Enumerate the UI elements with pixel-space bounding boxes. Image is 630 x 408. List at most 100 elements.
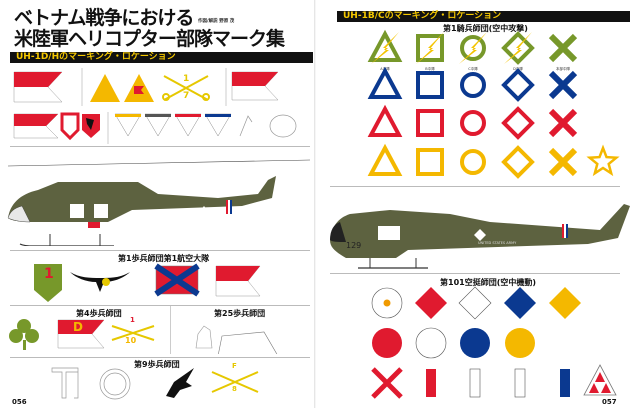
- diamond-mark: [501, 145, 535, 179]
- circle-mark: [460, 149, 486, 175]
- cross-mark: [548, 147, 578, 177]
- lightning-bolt-icon: [504, 32, 532, 64]
- bear-outline: [195, 325, 213, 349]
- outline-bar: [469, 368, 481, 398]
- divider-vertical: [170, 306, 171, 354]
- 9th-infantry-markings: [51, 367, 259, 400]
- triangle-mark: [367, 104, 403, 137]
- red-cross-mark: [371, 367, 403, 399]
- eagle-emblem: [166, 368, 194, 398]
- sabre-number-top: 1: [183, 74, 190, 84]
- filled-diamond: [415, 287, 447, 319]
- triangle-mark: [367, 29, 403, 62]
- heading-25th-infantry: 第25歩兵師団: [214, 309, 266, 318]
- shamrock: [9, 319, 39, 350]
- cross-mark: [548, 33, 578, 63]
- guidon-flag-2: [231, 71, 279, 101]
- triangle-mark: [367, 143, 403, 176]
- sabre-4id-top: 1: [130, 316, 135, 324]
- sabre-4id-bottom: 10: [125, 336, 137, 345]
- heli-text: UNITED STATES ARMY: [478, 241, 517, 245]
- crossed-sabres-f-8: [211, 371, 259, 393]
- guidon-flag-1: [13, 71, 63, 103]
- filled-bar: [426, 369, 436, 397]
- diamond-mark: [501, 31, 535, 65]
- page-number-left: 056: [12, 398, 27, 406]
- outline-bar: [514, 368, 526, 398]
- circle-mark: [460, 35, 486, 61]
- red-triangle: [589, 383, 599, 393]
- filled-circle: [372, 328, 402, 358]
- square-mark: [416, 148, 444, 176]
- sabre-number-bottom: 7: [183, 91, 190, 101]
- heading-1st-cavalry: 第1騎兵師団(空中攻撃): [443, 24, 528, 33]
- pennants: [114, 113, 232, 137]
- yellow-triangle-flag: [124, 74, 154, 102]
- divider: [10, 250, 310, 251]
- square-mark: [416, 71, 444, 99]
- sabre-9id-top: F: [232, 362, 237, 370]
- black-horse-shield: [82, 114, 100, 138]
- 1st-infantry-markings: [34, 263, 261, 302]
- crossed-sabres-1-7: [162, 75, 210, 101]
- lightning-bolt-icon: [416, 32, 444, 64]
- longhorn-emblem: [70, 272, 130, 292]
- unit-markings-row: [13, 68, 297, 144]
- orange-dot: [383, 299, 391, 307]
- filled-diamond: [549, 287, 581, 319]
- divider: [10, 305, 310, 306]
- lightning-bolt-icon: [459, 32, 487, 64]
- outline-diamond: [458, 286, 492, 320]
- divider: [10, 146, 310, 147]
- outline-circle: [415, 327, 447, 359]
- column-caption: 本部中隊: [556, 66, 570, 71]
- filled-bar: [560, 369, 570, 397]
- lightning-bolt-icon: [371, 32, 399, 64]
- section-bar-uh1bc: UH-1B/Cのマーキング・ロケーション: [337, 11, 630, 22]
- filled-diamond: [504, 287, 536, 319]
- page-gutter: [314, 0, 316, 408]
- shield-red-white: [60, 112, 80, 141]
- divider: [330, 273, 620, 274]
- letter-d: D: [73, 320, 83, 334]
- heading-9th-infantry: 第9歩兵師団: [134, 360, 180, 369]
- diamond-mark: [501, 68, 535, 102]
- helicopter-uh1d-profile: [7, 159, 311, 246]
- trapezoid-outline: [218, 331, 278, 354]
- column-caption: B中隊: [425, 66, 435, 71]
- filled-circle: [505, 328, 535, 358]
- title-line-1: ベトナム戦争における: [14, 7, 194, 29]
- 101st-airborne-markings: [371, 286, 617, 399]
- circle-mark: [460, 110, 486, 136]
- title-line-2: 米陸軍ヘリコプター部隊マーク集: [14, 28, 285, 50]
- yellow-triangle-1: [90, 74, 120, 102]
- 1st-division-numeral: 1: [44, 266, 54, 282]
- number-71-outline: [51, 367, 79, 399]
- cross-mark: [548, 70, 578, 100]
- circle-mark: [460, 72, 486, 98]
- triangle-mark: [367, 66, 403, 99]
- red-triangle: [601, 383, 611, 393]
- divider: [330, 186, 620, 187]
- square-mark: [416, 109, 444, 137]
- star-mark: [586, 144, 620, 177]
- byline: 作図/解説 野原 茂: [198, 19, 235, 24]
- column-caption: C中隊: [468, 66, 478, 71]
- divider: [10, 357, 310, 358]
- page-number-right: 057: [602, 398, 617, 406]
- helicopter-uh1bc-profile: [330, 204, 630, 269]
- guidon-flag-4: [215, 265, 261, 297]
- heading-101st-airborne: 第101空挺師団(空中機動): [440, 278, 537, 287]
- red-triangle: [595, 372, 605, 382]
- heli-number: 129: [346, 241, 362, 250]
- heading-4th-infantry: 第4歩兵師団: [76, 309, 122, 318]
- filled-circle: [460, 328, 490, 358]
- confederate-flag: [154, 263, 200, 297]
- 1st-division-patch: [34, 264, 62, 302]
- crest-outline: [239, 114, 297, 138]
- sabre-9id-bottom: 8: [232, 385, 237, 393]
- guidon-flag-3: [13, 113, 59, 139]
- guidon-flag-d: [57, 319, 105, 349]
- heading-1st-infantry: 第1歩兵師団第1航空大隊: [118, 254, 210, 263]
